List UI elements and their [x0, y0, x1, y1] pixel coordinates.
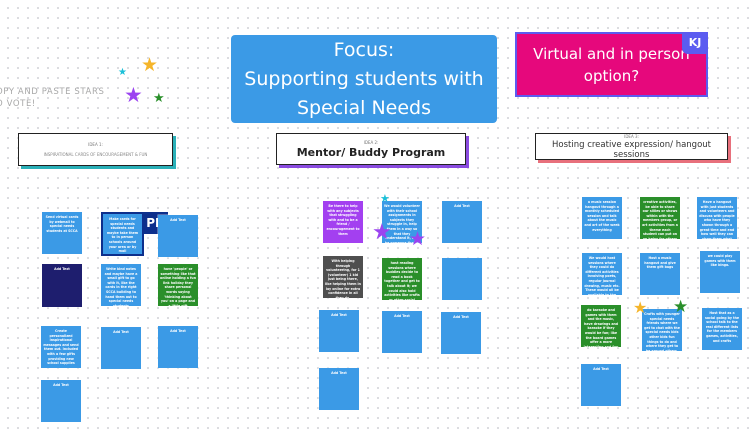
focus-line-2: Supporting students with [244, 67, 484, 90]
star-purple-icon[interactable]: ★ [124, 83, 143, 107]
idea-2-title: Mentor/ Buddy Program [296, 145, 446, 159]
idea-2-label: IDEA 2: [363, 139, 379, 145]
sticky-note[interactable]: Add Text [101, 327, 141, 369]
sticky-note[interactable]: Add Text [441, 312, 481, 354]
star-cyan-icon[interactable]: ★ [118, 67, 127, 78]
star-purple-icon[interactable]: ★ [372, 220, 392, 245]
sticky-note[interactable]: Host a music hangout and give them gift … [640, 253, 680, 295]
star-green-icon[interactable]: ★ [153, 91, 165, 106]
idea-3-header[interactable]: IDEA 3: Hosting creative expression/ han… [535, 133, 728, 160]
sticky-note[interactable] [442, 258, 482, 300]
sticky-note[interactable]: Add Text [41, 380, 81, 422]
idea-1-header[interactable]: IDEA 1: INSPIRATIONAL CARDS OF ENCOURAGE… [18, 133, 173, 166]
sticky-note[interactable]: Have a hangout with just students and vo… [697, 197, 737, 239]
question-line-2: option? [583, 66, 640, 85]
sticky-note[interactable]: Add Text [319, 310, 359, 352]
vote-instructions-line2: O VOTE! [0, 99, 36, 109]
vote-instructions: OPY AND PASTE STARS O VOTE! [0, 86, 104, 110]
star-yellow-icon[interactable]: ★ [141, 54, 159, 76]
sticky-note[interactable]: We would host sessions where they could … [582, 253, 622, 295]
sticky-note[interactable]: Add Text [442, 201, 482, 243]
sticky-note-selected[interactable]: Make cards for special needs students an… [101, 212, 144, 256]
sticky-note[interactable]: have 'people' or something like that onl… [158, 264, 198, 306]
idea-3-title: Hosting creative expression/ hangout ses… [552, 139, 711, 160]
sticky-note[interactable]: Add Text [158, 215, 198, 257]
idea-1-label: IDEA 1: [88, 142, 103, 147]
focus-header-card[interactable]: Focus: Supporting students with Special … [231, 35, 497, 123]
sticky-note[interactable]: Add Text [319, 368, 359, 410]
idea-2-header[interactable]: IDEA 2: Mentor/ Buddy Program [276, 133, 466, 165]
sticky-note[interactable]: we could play games with them like bingo… [700, 251, 740, 293]
sticky-note[interactable]: With helping through volunteering, for 1… [323, 256, 363, 298]
star-green-icon[interactable]: ★ [673, 297, 689, 317]
sticky-note[interactable]: Send virtual cards by webmail to special… [42, 212, 82, 254]
star-yellow-icon[interactable]: ★ [633, 298, 648, 317]
question-sticky[interactable]: Virtual and in person option? KJ [515, 32, 708, 97]
sticky-note[interactable]: a music session hangout through a monthl… [582, 197, 622, 239]
sticky-note[interactable]: host reading sessions where buddies deci… [382, 258, 422, 300]
sticky-note[interactable]: Crafts with younger special needs friend… [642, 309, 682, 351]
focus-label: Focus: [333, 38, 395, 61]
sticky-note[interactable]: Be there to help with any subjects that … [323, 201, 363, 243]
sticky-note[interactable]: Add Text [382, 311, 422, 353]
sticky-note[interactable]: Add Text [581, 364, 621, 406]
idea-3-label: IDEA 3: [624, 133, 639, 139]
sticky-note[interactable]: Add Text [42, 264, 82, 307]
sticky-note[interactable]: Create personalized inspirational messag… [41, 326, 81, 368]
sticky-note[interactable]: creative activities, be able to share ou… [640, 197, 680, 239]
sticky-note[interactable]: Write kind notes and maybe have a small … [101, 264, 141, 306]
idea-1-title: INSPIRATIONAL CARDS OF ENCOURAGEMENT & F… [43, 152, 148, 157]
vote-instructions-line1: OPY AND PASTE STARS [0, 87, 105, 97]
focus-line-3: Special Needs [296, 96, 432, 119]
user-avatar-badge: KJ [682, 32, 708, 54]
sticky-note[interactable]: do karaoke and games with them and the m… [581, 305, 621, 347]
star-cyan-icon[interactable]: ★ [380, 192, 390, 205]
sticky-note[interactable]: We would volunteer with their school ass… [382, 201, 422, 243]
question-line-1: Virtual and in person [533, 44, 690, 63]
sticky-note[interactable]: Host that as a social going by the schoo… [702, 308, 742, 350]
sticky-note[interactable]: Add Text [158, 326, 198, 368]
star-purple-icon[interactable]: ★ [409, 228, 427, 250]
